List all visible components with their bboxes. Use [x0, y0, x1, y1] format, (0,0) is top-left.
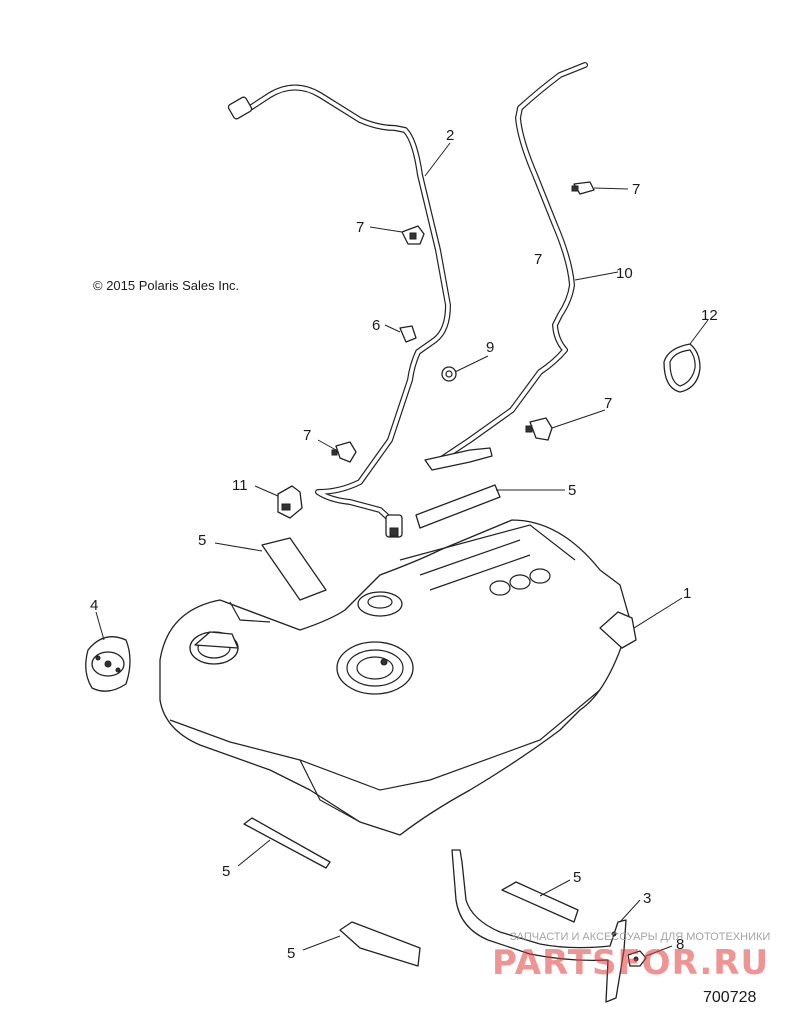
pad-5-bottom-left [243, 817, 331, 869]
clip-7-c [525, 417, 553, 441]
copyright-text: © 2015 Polaris Sales Inc. [93, 278, 239, 293]
watermark-tagline: ЗАПЧАСТИ И АКСЕССУАРЫ ДЛЯ МОТОТЕХНИКИ [510, 931, 770, 943]
watermark-logo: PARTSFOR.RU [492, 943, 769, 983]
vent-tube-10 [424, 62, 588, 471]
callout-11: 11 [232, 477, 248, 494]
watermark: ЗАПЧАСТИ И АКСЕССУАРЫ ДЛЯ МОТОТЕХНИКИ PA… [492, 931, 770, 983]
pad-5-left [261, 537, 327, 601]
strap-3 [451, 849, 627, 1003]
callout-5: 5 [222, 863, 230, 880]
seal-12 [663, 343, 701, 393]
pad-5-bottom-right [501, 881, 579, 923]
callout-5: 5 [287, 945, 295, 962]
pad-5-bottom [339, 921, 421, 967]
clip-7-a [401, 225, 425, 245]
callout-1: 1 [683, 585, 691, 602]
callout-5: 5 [573, 869, 581, 886]
callout-9: 9 [486, 339, 494, 356]
clip-7-b [571, 181, 595, 195]
callout-4: 4 [90, 597, 98, 614]
callout-7: 7 [604, 395, 612, 412]
callout-8: 8 [676, 936, 684, 953]
callout-7: 7 [534, 251, 542, 268]
clip-6 [399, 325, 417, 343]
reference-number: 700728 [703, 989, 756, 1006]
callout-7: 7 [632, 181, 640, 198]
clamp-9 [441, 366, 457, 382]
callout-2: 2 [446, 127, 454, 144]
callout-10: 10 [616, 265, 633, 282]
callout-5: 5 [568, 482, 576, 499]
fuel-tank [159, 519, 637, 836]
fuel-cap [85, 636, 131, 692]
callout-5: 5 [198, 532, 206, 549]
callout-12: 12 [701, 307, 718, 324]
callout-6: 6 [372, 317, 380, 334]
callout-7: 7 [356, 219, 364, 236]
vent-tube [227, 84, 451, 538]
bolt-8 [627, 950, 647, 967]
bracket-11 [277, 485, 303, 519]
callout-7: 7 [303, 427, 311, 444]
clip-7-d [331, 441, 357, 463]
callout-3: 3 [643, 890, 651, 907]
pad-5-top [415, 484, 501, 529]
